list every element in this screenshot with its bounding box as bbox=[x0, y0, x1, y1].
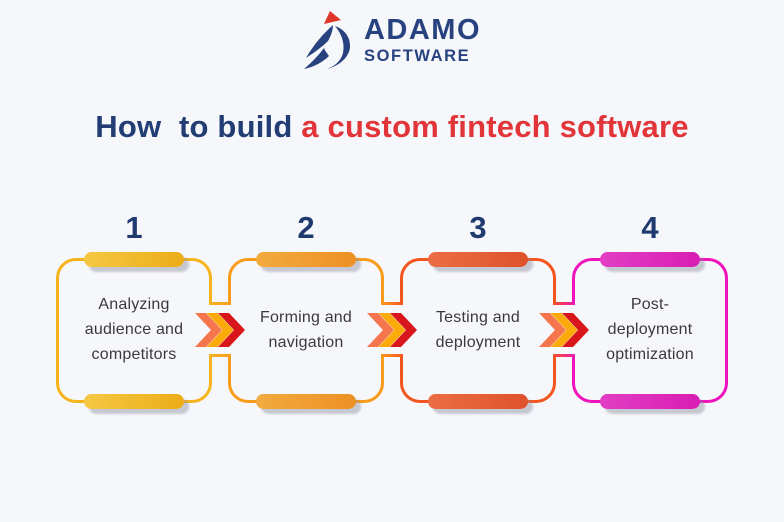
step-2-bottom-pill-decoration bbox=[256, 394, 356, 409]
page-title-navy-part: How to build bbox=[95, 109, 302, 144]
step-1-bottom-pill-decoration bbox=[84, 394, 184, 409]
logo-text: ADAMO SOFTWARE bbox=[363, 13, 482, 65]
step-1: 1 Analyzing audience and competitors bbox=[56, 210, 212, 409]
logo-subname: SOFTWARE bbox=[363, 46, 471, 65]
step-2-label: Forming and navigation bbox=[259, 308, 353, 351]
step-3-bottom-pill-decoration bbox=[428, 394, 528, 409]
adamo-logo-icon bbox=[303, 11, 351, 69]
step-3: 3 Testing and deployment bbox=[400, 210, 556, 409]
step-3-number: 3 bbox=[469, 210, 487, 245]
triple-chevron-arrow-icon-1 bbox=[195, 313, 245, 347]
step-4: 4 Post- deployment optimization bbox=[572, 210, 728, 409]
step-1-label: Analyzing audience and competitors bbox=[84, 296, 184, 363]
step-1-number: 1 bbox=[125, 210, 143, 245]
step-2-top-pill-decoration bbox=[256, 252, 356, 267]
step-2-number: 2 bbox=[297, 210, 315, 245]
step-4-top-pill-decoration bbox=[600, 252, 700, 267]
logo-name: ADAMO bbox=[363, 13, 482, 46]
step-1-top-pill-decoration bbox=[84, 252, 184, 267]
step-4-number: 4 bbox=[641, 210, 659, 245]
step-2-box: Forming and navigation bbox=[228, 252, 384, 409]
step-3-label: Testing and deployment bbox=[435, 308, 521, 351]
step-4-bottom-pill-decoration bbox=[600, 394, 700, 409]
triple-chevron-arrow-icon-2 bbox=[367, 313, 417, 347]
steps-flow: 1 Analyzing audience and competitors 2 F… bbox=[56, 210, 728, 422]
step-4-box: Post- deployment optimization bbox=[572, 252, 728, 409]
step-1-box: Analyzing audience and competitors bbox=[56, 252, 212, 409]
page-title-red-part: a custom fintech software bbox=[301, 109, 689, 144]
logo-swoosh-tail bbox=[303, 48, 329, 69]
step-3-top-pill-decoration bbox=[428, 252, 528, 267]
logo-swoosh-right bbox=[326, 26, 351, 69]
step-2: 2 Forming and navigation bbox=[228, 210, 384, 409]
step-3-box: Testing and deployment bbox=[400, 252, 556, 409]
logo-swoosh-left bbox=[305, 25, 333, 58]
logo-red-triangle bbox=[323, 11, 341, 24]
triple-chevron-arrow-icon-3 bbox=[539, 313, 589, 347]
adamo-logo: ADAMO SOFTWARE bbox=[303, 11, 481, 69]
step-4-label: Post- deployment optimization bbox=[606, 296, 694, 363]
steps-row: 1 Analyzing audience and competitors 2 F… bbox=[56, 210, 728, 409]
page-title: How to build a custom fintech software bbox=[0, 109, 784, 145]
